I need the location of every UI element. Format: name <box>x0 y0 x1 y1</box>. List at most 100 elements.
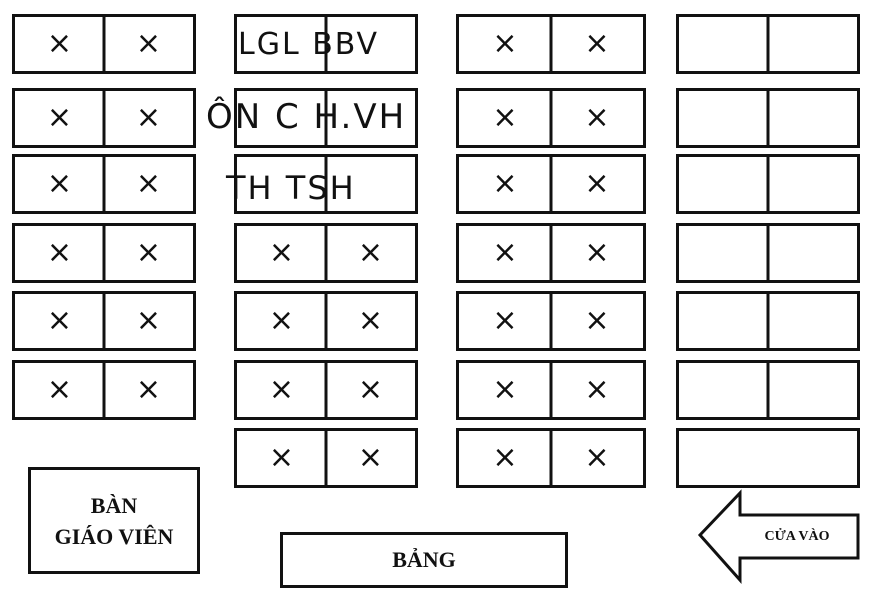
seat-mark: × <box>584 372 610 407</box>
desk-c4-r2 <box>676 88 860 148</box>
seat-mark: × <box>492 26 518 61</box>
seat-mark: × <box>46 372 73 407</box>
seat-right: × <box>104 363 193 417</box>
seat-left: × <box>15 363 104 417</box>
seat-right: × <box>104 17 193 71</box>
desk-c3-r3: ×× <box>456 154 646 214</box>
seat-mark: × <box>357 440 384 475</box>
seat-mark: × <box>46 166 73 201</box>
seat-right <box>768 226 857 280</box>
seat-right <box>768 294 857 348</box>
desk-c2-r6: ×× <box>234 360 418 420</box>
desk-c4-r7 <box>676 428 860 488</box>
seat-left: × <box>15 294 104 348</box>
seat-mark: × <box>268 372 295 407</box>
seat-right: × <box>104 294 193 348</box>
seat-left <box>679 226 768 280</box>
seat-right: × <box>551 91 643 145</box>
seat-right: × <box>551 363 643 417</box>
desk-c2-r2 <box>234 88 418 148</box>
seat-right: × <box>326 363 415 417</box>
seat-mark: × <box>492 166 518 201</box>
board: BẢNG <box>280 532 568 588</box>
seat-right <box>768 17 857 71</box>
desk-c2-r1 <box>234 14 418 74</box>
seat-mark: × <box>357 372 384 407</box>
seat-mark: × <box>492 100 518 135</box>
handwritten-names: TH TSH <box>226 169 356 207</box>
seat-left: × <box>237 431 326 485</box>
seat-left <box>679 17 768 71</box>
seat-mark: × <box>46 303 73 338</box>
seat-mark: × <box>492 235 518 270</box>
seat-mark: × <box>46 26 73 61</box>
seat-mark: × <box>357 303 384 338</box>
seat-mark: × <box>584 303 610 338</box>
desk-c1-r4: ×× <box>12 223 196 283</box>
desk-c3-r5: ×× <box>456 291 646 351</box>
seat-left: × <box>459 294 551 348</box>
seat-single <box>679 431 857 485</box>
seat-mark: × <box>584 26 610 61</box>
seat-mark: × <box>584 100 610 135</box>
handwritten-names: LGL BBV <box>238 27 379 62</box>
seat-mark: × <box>135 372 162 407</box>
seat-left: × <box>237 226 326 280</box>
desk-c3-r2: ×× <box>456 88 646 148</box>
seat-mark: × <box>135 303 162 338</box>
seat-left: × <box>237 294 326 348</box>
door-label: CỬA VÀO <box>764 529 830 544</box>
seat-right: × <box>326 226 415 280</box>
seat-right <box>768 157 857 211</box>
seat-left: × <box>459 91 551 145</box>
desk-c3-r1: ×× <box>456 14 646 74</box>
seat-left: × <box>15 226 104 280</box>
seat-left: × <box>459 363 551 417</box>
desk-c3-r7: ×× <box>456 428 646 488</box>
seat-right: × <box>551 157 643 211</box>
seat-right: × <box>326 294 415 348</box>
seat-left: × <box>15 157 104 211</box>
seat-left: × <box>459 157 551 211</box>
seat-mark: × <box>357 235 384 270</box>
desk-c4-r3 <box>676 154 860 214</box>
seat-mark: × <box>135 100 162 135</box>
teacher-desk-label-1: BÀN <box>90 492 138 518</box>
seat-right: × <box>551 431 643 485</box>
seat-right: × <box>551 226 643 280</box>
desk-c4-r4 <box>676 223 860 283</box>
desk-c1-r5: ×× <box>12 291 196 351</box>
desk-c4-r6 <box>676 360 860 420</box>
seat-left: × <box>459 226 551 280</box>
seat-right: × <box>551 17 643 71</box>
seat-left <box>679 294 768 348</box>
desk-c1-r2: ×× <box>12 88 196 148</box>
desk-c4-r1 <box>676 14 860 74</box>
handwritten-names: ÔN C H.VH <box>206 97 407 137</box>
seat-mark: × <box>492 440 518 475</box>
seat-mark: × <box>135 235 162 270</box>
teacher-desk-label-2: GIÁO VIÊN <box>54 523 174 549</box>
seat-left: × <box>15 91 104 145</box>
seat-mark: × <box>135 26 162 61</box>
seat-mark: × <box>46 100 73 135</box>
board-label: BẢNG <box>392 547 456 572</box>
seat-left <box>679 363 768 417</box>
seat-mark: × <box>268 235 295 270</box>
seat-mark: × <box>46 235 73 270</box>
desk-c2-r7: ×× <box>234 428 418 488</box>
desk-c3-r4: ×× <box>456 223 646 283</box>
seat-mark: × <box>135 166 162 201</box>
seat-left <box>679 157 768 211</box>
seat-mark: × <box>492 372 518 407</box>
desk-c2-r5: ×× <box>234 291 418 351</box>
seat-mark: × <box>492 303 518 338</box>
seat-mark: × <box>268 440 295 475</box>
seat-right <box>768 91 857 145</box>
desk-c1-r6: ×× <box>12 360 196 420</box>
seat-right: × <box>551 294 643 348</box>
seat-left: × <box>237 363 326 417</box>
seat-mark: × <box>584 235 610 270</box>
desk-c1-r1: ×× <box>12 14 196 74</box>
seat-right: × <box>326 431 415 485</box>
